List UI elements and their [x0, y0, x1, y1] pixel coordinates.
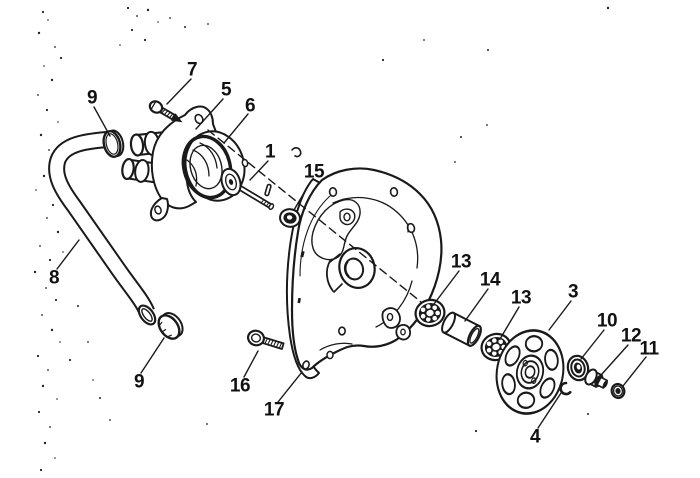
stepped-bolt	[584, 368, 608, 389]
hose-clamp-upper	[102, 129, 125, 158]
pipe-stub-lower	[121, 157, 161, 184]
cover-bolt	[246, 329, 285, 350]
callout-11: 11	[639, 338, 659, 360]
seal	[279, 208, 301, 228]
key-clip	[291, 147, 302, 158]
arrow-icon	[171, 113, 183, 123]
callout-14: 14	[479, 269, 501, 291]
leader-lines	[56, 78, 647, 429]
callout-9-upper: 9	[86, 87, 98, 109]
callout-12: 12	[620, 325, 642, 347]
circlip	[559, 381, 572, 396]
spacer-collar	[441, 311, 482, 347]
callout-6: 6	[244, 95, 256, 117]
callout-4: 4	[529, 426, 541, 448]
impeller-shaft	[220, 147, 302, 211]
callout-16: 16	[229, 375, 251, 397]
dowel-pin	[264, 183, 272, 197]
drive-plate	[495, 329, 565, 415]
crankcase-cover	[290, 167, 443, 371]
callout-1: 1	[264, 141, 276, 163]
callout-7: 7	[186, 59, 198, 81]
callout-15: 15	[303, 161, 325, 183]
callout-9-lower: 9	[133, 371, 145, 393]
callout-10: 10	[596, 310, 618, 332]
pump-mount-bolt	[148, 100, 183, 123]
callout-13-inner: 13	[450, 251, 472, 273]
assembly-axis-line	[207, 129, 427, 307]
water-hose	[48, 130, 157, 326]
scan-speckles	[33, 6, 610, 472]
callout-17: 17	[263, 399, 285, 421]
callout-8: 8	[48, 267, 60, 289]
nut	[610, 382, 626, 400]
hose-open-end	[137, 304, 157, 326]
collar-washer	[566, 354, 590, 382]
callout-13-outer: 13	[510, 287, 532, 309]
hose-clamp-lower	[157, 311, 184, 340]
water-pump-housing	[121, 105, 249, 222]
o-ring	[181, 134, 233, 200]
pipe-stub-upper	[129, 130, 173, 157]
callout-5: 5	[220, 79, 232, 101]
callout-3: 3	[567, 281, 579, 303]
